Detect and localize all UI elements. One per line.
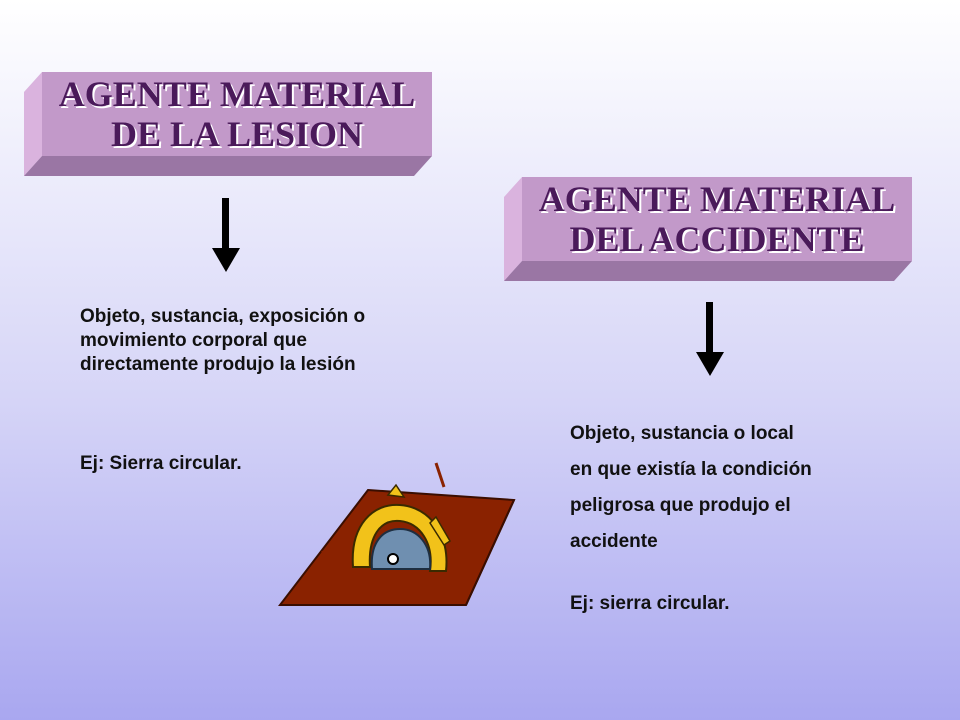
- right-description-line: peligrosa que produjo el: [570, 495, 791, 516]
- left-box-face: [42, 72, 432, 156]
- right-example: Ej: sierra circular.: [570, 592, 730, 616]
- right-box-bottom: [504, 261, 912, 281]
- left-box-title-line1: AGENTE MATERIAL: [58, 74, 416, 114]
- right-box-shape: [504, 177, 912, 281]
- arrow-down-icon: [696, 302, 724, 376]
- left-description-line: Objeto, sustancia, exposición o: [80, 306, 366, 327]
- left-box-title: AGENTE MATERIAL DE LA LESION: [42, 72, 432, 156]
- left-description-line: movimiento corporal que: [80, 330, 307, 351]
- saw-guard: [351, 503, 448, 572]
- right-description-line: en que existía la condición: [570, 459, 812, 480]
- right-box-title: AGENTE MATERIAL DEL ACCIDENTE: [522, 177, 912, 261]
- left-box-title-line2: DE LA LESION: [110, 114, 364, 154]
- left-example: Ej: Sierra circular.: [80, 452, 242, 476]
- left-description: Objeto, sustancia, exposición o movimien…: [80, 305, 365, 377]
- right-box-title-line2: DEL ACCIDENTE: [569, 219, 865, 259]
- saw-blade: [370, 527, 432, 570]
- right-description-line: accidente: [570, 531, 658, 552]
- left-description-line: directamente produjo la lesión: [80, 354, 356, 375]
- left-box-side: [24, 72, 42, 176]
- left-example-text: Ej: Sierra circular.: [80, 453, 242, 474]
- circular-saw-icon: [278, 462, 516, 606]
- right-example-text: Ej: sierra circular.: [570, 593, 730, 614]
- right-box-side: [504, 177, 522, 281]
- left-box-bottom: [24, 156, 432, 176]
- arrow-down-icon: [212, 198, 240, 272]
- right-box-face: [522, 177, 912, 261]
- right-description-line: Objeto, sustancia o local: [570, 423, 794, 444]
- right-description: Objeto, sustancia o local en que existía…: [570, 416, 812, 560]
- right-box-title-line1: AGENTE MATERIAL: [538, 179, 896, 219]
- left-box-shape: [24, 72, 432, 176]
